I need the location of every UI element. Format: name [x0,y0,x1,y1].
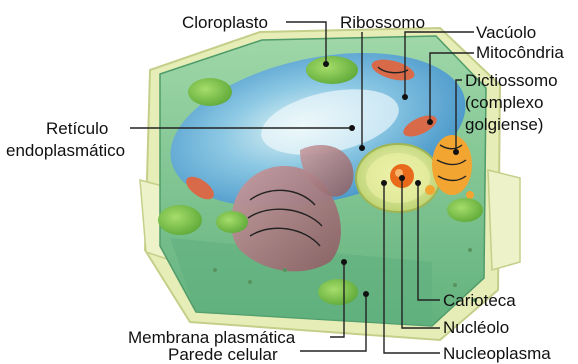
label-mitochondria: Mitocôndria [476,43,564,62]
label-dictyosome-line1: Dictiossomo [465,71,558,90]
label-chloroplast: Cloroplasto [182,13,268,32]
label-nucleolus: Nucléolo [443,318,509,337]
label-nucleoplasm: Nucleoplasma [443,344,551,363]
label-ribosome: Ribossomo [340,13,425,32]
label-cell-wall: Parede celular [168,345,278,364]
label-vacuole: Vacúolo [476,23,536,42]
label-reticulum-line1: Retículo [46,119,108,138]
nucleus [356,144,440,212]
label-dictyosome-line2: (complexo [465,93,543,112]
label-dictyosome-line3: golgiense) [465,115,543,134]
label-reticulum-line2: endoplasmático [6,141,125,160]
label-karyotheca: Carioteca [443,291,516,310]
